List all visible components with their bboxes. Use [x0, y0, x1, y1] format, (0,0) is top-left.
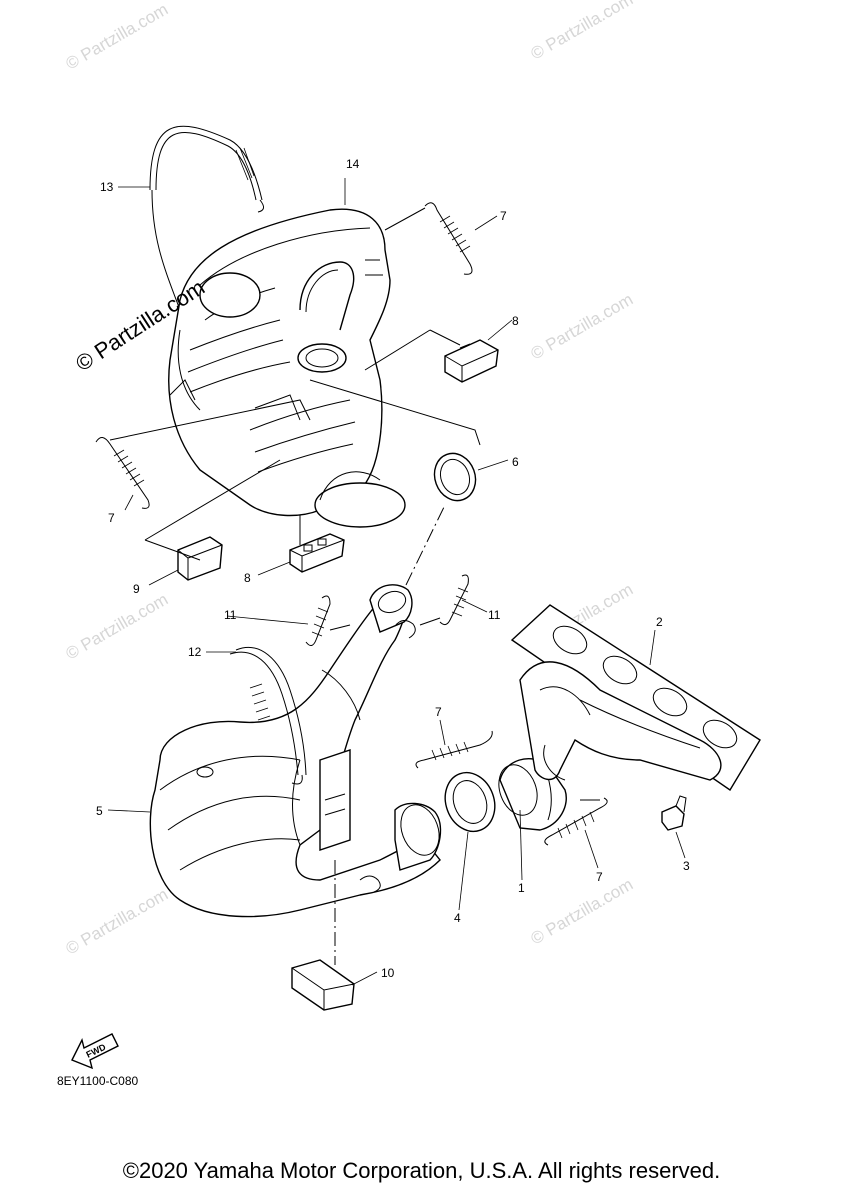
assembly-lines — [109, 207, 600, 965]
callout-4: 4 — [454, 911, 461, 925]
part-3-bolt — [661, 795, 687, 831]
part-7-spring-middle — [415, 730, 493, 769]
watermark-text: © Partzilla.com — [528, 875, 637, 949]
part-9-mount-block — [177, 536, 223, 581]
part-10-bracket — [291, 959, 355, 1011]
callout-1: 1 — [518, 881, 525, 895]
part-8-rubber-mount-lower — [289, 533, 345, 573]
callout-11-right: 11 — [488, 608, 501, 622]
part-11-spring-right — [439, 574, 469, 626]
watermark-text: © Partzilla.com — [528, 0, 637, 63]
part-14-muffler — [168, 208, 406, 528]
callout-2: 2 — [656, 615, 663, 629]
part-6-gasket — [433, 452, 477, 502]
part-8-rubber-mount-upper — [444, 339, 499, 383]
callout-6: 6 — [512, 455, 519, 469]
part-7-spring-top — [424, 202, 473, 275]
part-12-cable — [229, 646, 307, 785]
part-11-spring-left — [305, 595, 331, 646]
part-5-expansion-chamber — [149, 584, 442, 918]
diagram-part-code: 8EY1100-C080 — [57, 1074, 139, 1088]
watermark-text: © Partzilla.com — [63, 885, 172, 959]
callout-10: 10 — [381, 966, 395, 980]
watermark-text: © Partzilla.com — [63, 590, 172, 664]
part-2-manifold — [510, 604, 761, 791]
part-4-gasket — [444, 771, 496, 833]
callout-8-lower: 8 — [244, 571, 251, 585]
part-7-spring-lower-right — [544, 797, 608, 846]
callout-7-middle: 7 — [435, 705, 442, 719]
watermark-text: © Partzilla.com — [63, 0, 172, 73]
leader-lines — [107, 178, 686, 986]
fwd-arrow-icon: FWD — [71, 1033, 119, 1070]
callout-7-left: 7 — [108, 511, 115, 525]
copyright-notice: ©2020 Yamaha Motor Corporation, U.S.A. A… — [122, 1158, 721, 1183]
callout-9: 9 — [133, 582, 140, 596]
part-7-spring-left — [95, 437, 150, 509]
callout-13: 13 — [100, 180, 114, 194]
callout-3: 3 — [683, 859, 690, 873]
callout-14: 14 — [346, 157, 360, 171]
callout-5: 5 — [96, 804, 103, 818]
callout-labels: 14 13 7 8 6 7 9 8 11 11 12 2 7 5 1 4 7 3… — [96, 157, 690, 980]
watermark-text: © Partzilla.com — [528, 290, 637, 364]
part-13-cable — [149, 125, 264, 311]
callout-7-lower-right: 7 — [596, 870, 603, 884]
callout-8-upper: 8 — [512, 314, 519, 328]
callout-7-top: 7 — [500, 209, 507, 223]
callout-12: 12 — [188, 645, 202, 659]
callout-11-left: 11 — [224, 608, 237, 622]
